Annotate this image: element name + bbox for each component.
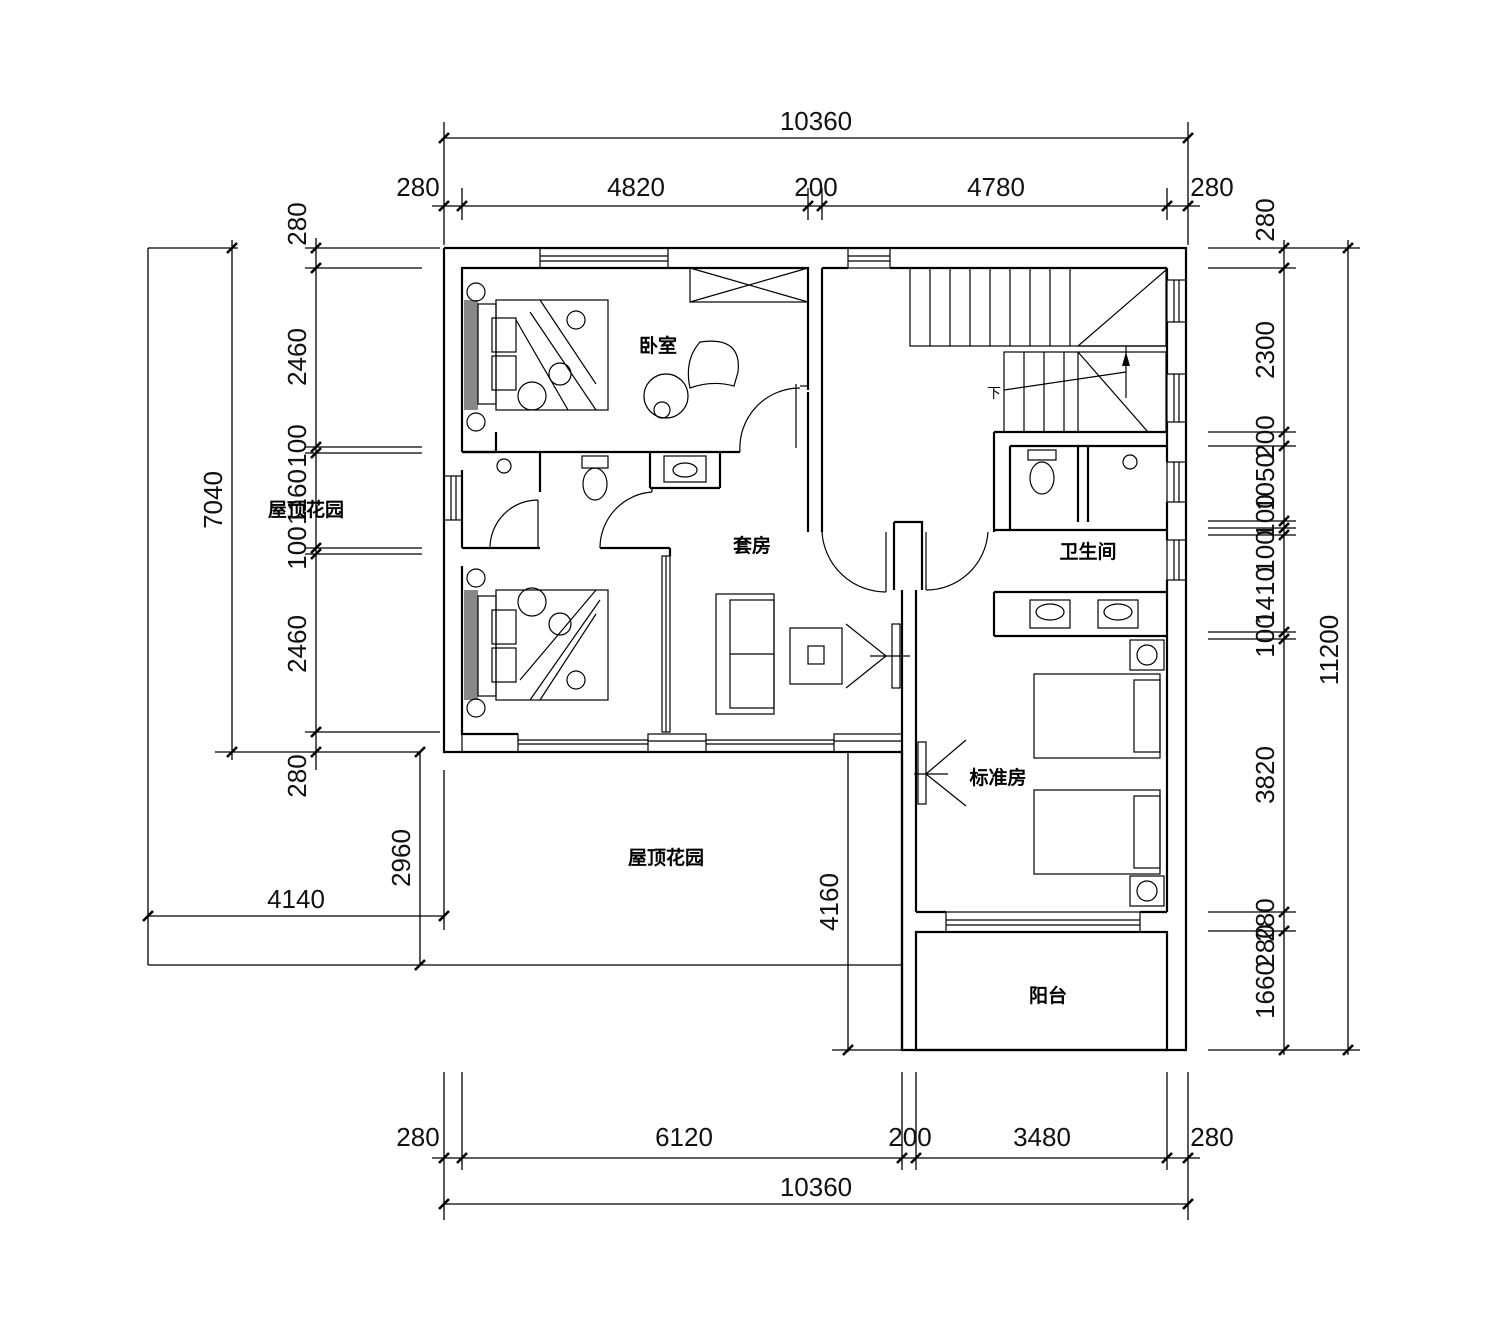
staircase: 下	[909, 267, 1167, 433]
toilet-suite	[496, 455, 707, 501]
dim-left-seg-2: 2460	[282, 328, 312, 386]
windows	[443, 247, 1187, 933]
dim-top-seg-2: 4820	[607, 172, 665, 202]
dim-left-seg-1: 280	[282, 202, 312, 245]
twin-beds	[1033, 639, 1165, 907]
dim-left-seg-6: 2460	[282, 615, 312, 673]
dim-left-seg-7: 280	[282, 754, 312, 797]
dim-top-seg-4: 4780	[967, 172, 1025, 202]
dim-right-seg-7: 1410	[1250, 567, 1280, 625]
dim-bottom-seg-4: 3480	[1013, 1122, 1071, 1152]
dim-right-seg-6: 100	[1250, 530, 1280, 573]
room-label-standard-room: 标准房	[969, 766, 1026, 789]
dim-bottom-seg-1: 280	[396, 1122, 439, 1152]
right-dimensions: 11200 280 2300 200 1050 100 100 1410 100…	[1208, 198, 1360, 1056]
stair-down-label: 下	[987, 386, 1001, 402]
left-dimensions: 7040 280 2460 100 1160 100 2460 280 4140	[142, 202, 902, 1056]
dim-right-seg-2: 2300	[1250, 321, 1280, 379]
dim-top-seg-3: 200	[794, 172, 837, 202]
armchair	[643, 340, 739, 419]
bathroom-fixtures	[1027, 449, 1139, 629]
dim-garden-bottom-depth: 4160	[814, 873, 844, 931]
bed-lower	[464, 568, 609, 718]
wardrobe	[689, 267, 809, 303]
dim-right-seg-11: 280	[1250, 924, 1280, 967]
dim-right-seg-1: 280	[1250, 198, 1280, 241]
wardrobe-lower	[661, 555, 671, 733]
room-labels: 卧室 套房 卫生间 标准房 屋顶花园 屋顶花园 阳台	[268, 334, 1117, 1007]
dim-right-seg-5: 100	[1250, 494, 1280, 537]
dim-left-seg-4: 1160	[282, 469, 312, 525]
bed-upper	[464, 282, 609, 432]
dim-bottom-seg-3: 200	[888, 1122, 931, 1152]
top-dimensions: 10360 280 4820 200 4780 280	[396, 106, 1234, 245]
dim-left-outer: 7040	[198, 471, 228, 529]
room-label-bedroom: 卧室	[639, 334, 677, 357]
sofa	[715, 593, 843, 715]
room-label-bathroom: 卫生间	[1059, 540, 1116, 563]
room-label-balcony: 阳台	[1029, 984, 1067, 1007]
dim-garden-width: 4140	[267, 884, 325, 914]
dim-top-seg-5: 280	[1190, 172, 1233, 202]
room-label-suite: 套房	[732, 534, 771, 557]
room-label-roof-garden-left: 屋顶花园	[268, 498, 344, 521]
dim-bottom-total: 10360	[780, 1172, 852, 1202]
dim-top-total: 10360	[780, 106, 852, 136]
dim-right-seg-12: 1660	[1250, 961, 1280, 1019]
dim-right-seg-10: 280	[1250, 898, 1280, 941]
dim-left-seg-5: 100	[282, 526, 312, 569]
dim-left-seg-3: 100	[282, 424, 312, 467]
dim-top-seg-1: 280	[396, 172, 439, 202]
doors	[489, 384, 989, 807]
dim-bottom-seg-2: 6120	[655, 1122, 713, 1152]
dim-right-seg-4: 1050	[1250, 453, 1280, 511]
dim-right-seg-9: 3820	[1250, 746, 1280, 804]
room-label-roof-garden-bottom: 屋顶花园	[628, 846, 704, 869]
dim-garden-depth: 2960	[386, 829, 416, 887]
dim-right-seg-3: 200	[1250, 415, 1280, 458]
dim-bottom-seg-5: 280	[1190, 1122, 1233, 1152]
dim-right-total: 11200	[1314, 615, 1344, 685]
bottom-dimensions: 280 6120 200 3480 280 10360	[396, 1072, 1234, 1220]
dim-right-seg-8: 100	[1250, 614, 1280, 657]
